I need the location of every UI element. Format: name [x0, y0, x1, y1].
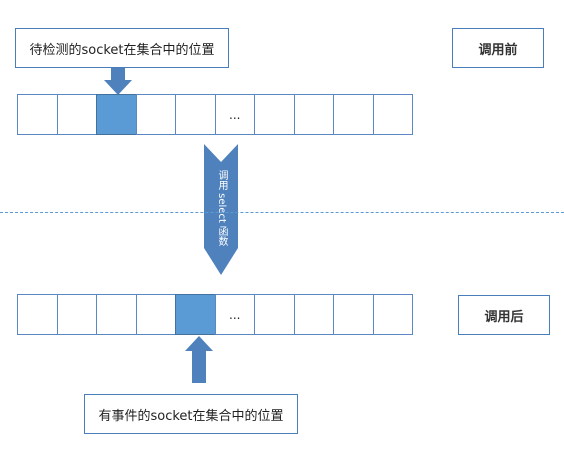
bottom-socket-set: ...: [17, 294, 413, 335]
socket-cell: [372, 94, 413, 135]
bottom-position-label: 有事件的socket在集合中的位置: [84, 394, 298, 434]
socket-cell: [17, 94, 58, 135]
after-call-tag-text: 调用后: [484, 309, 524, 325]
socket-cell: [56, 294, 97, 335]
top-position-label-text: 待检测的socket在集合中的位置: [29, 42, 215, 58]
socket-cell: [135, 94, 176, 135]
socket-cell: [254, 294, 295, 335]
socket-cell: [333, 294, 374, 335]
socket-cell: [135, 294, 176, 335]
before-call-tag: 调用前: [452, 28, 544, 68]
socket-cell: [293, 94, 334, 135]
socket-cell: [175, 94, 216, 135]
socket-cell: [17, 294, 58, 335]
socket-cell-highlighted: [175, 294, 216, 335]
socket-cell: [254, 94, 295, 135]
socket-cell: [372, 294, 413, 335]
bottom-position-label-text: 有事件的socket在集合中的位置: [98, 408, 284, 424]
socket-cell: [333, 94, 374, 135]
top-down-arrow: [104, 68, 132, 95]
socket-cell-highlighted: [96, 94, 137, 135]
socket-cell: [293, 294, 334, 335]
socket-cell: ...: [214, 294, 255, 335]
bottom-up-arrow: [185, 336, 213, 383]
dashed-divider: [0, 212, 564, 213]
after-call-tag: 调用后: [458, 295, 550, 335]
select-call-arrow: [204, 144, 238, 275]
select-call-arrow-text: 调用 select 函数: [216, 170, 227, 247]
socket-cell: [56, 94, 97, 135]
socket-cell: [96, 294, 137, 335]
top-position-label: 待检测的socket在集合中的位置: [15, 28, 229, 68]
before-call-tag-text: 调用前: [478, 42, 518, 58]
top-socket-set: ...: [17, 94, 413, 135]
socket-cell: ...: [214, 94, 255, 135]
